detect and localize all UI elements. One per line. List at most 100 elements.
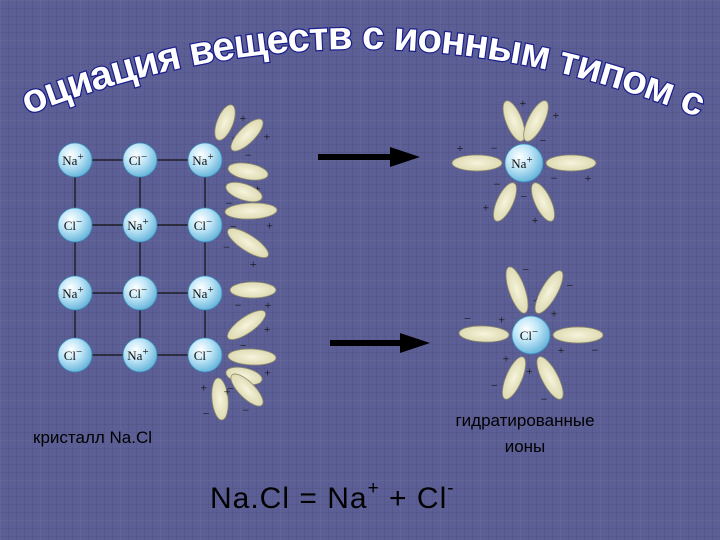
ion-element: Cl <box>129 153 142 168</box>
ion-circle <box>187 275 223 311</box>
water-charge-sign: − <box>242 403 249 417</box>
water-body <box>451 154 503 172</box>
water-charge-sign: + <box>526 364 533 378</box>
ion-element: Na <box>192 286 207 301</box>
ion-element: Cl <box>520 328 533 343</box>
ion-sphere-icon: Na+ <box>122 337 158 373</box>
water-body <box>211 377 229 421</box>
ion-element: Cl <box>64 348 77 363</box>
water-charge-sign: − <box>230 220 237 234</box>
water-body <box>536 356 564 400</box>
hydrated-caption-line2: ионы <box>504 437 546 456</box>
ion-element: Na <box>192 153 207 168</box>
ion-element: Na <box>511 156 526 171</box>
water-dipole-icon: +− <box>491 351 527 400</box>
water-charge-sign: + <box>520 96 527 110</box>
ion-label: Na+ <box>62 151 83 168</box>
water-charge-sign: − <box>491 141 498 155</box>
water-body <box>227 310 266 340</box>
water-dipole-icon: −+ <box>227 310 271 353</box>
water-dipole-icon: −+ <box>223 227 269 271</box>
water-dipole-icon: −+ <box>224 202 278 234</box>
water-dipole-icon: −+ <box>229 281 277 312</box>
equation-equals: = <box>299 482 318 515</box>
water-charge-sign: + <box>503 351 510 365</box>
ion-sphere-icon: Cl− <box>57 207 93 243</box>
water-charge-sign: − <box>240 339 247 353</box>
ion-element: Cl <box>194 218 207 233</box>
ion-label: Na+ <box>62 284 83 301</box>
water-charge-sign: + <box>264 129 271 143</box>
ion-label: Cl− <box>64 216 83 233</box>
water-charge-sign: + <box>552 108 559 122</box>
ion-circle <box>122 142 158 178</box>
water-charge-sign: − <box>567 278 574 292</box>
water-charge-sign: − <box>541 392 548 406</box>
water-body <box>230 373 264 407</box>
water-body <box>523 100 549 142</box>
ion-circle <box>57 275 93 311</box>
ion-circle <box>187 142 223 178</box>
ion-charge: − <box>76 216 82 228</box>
ion-charge: + <box>142 216 148 228</box>
ion-charge: − <box>206 346 212 358</box>
ion-circle <box>57 142 93 178</box>
ion-charge: − <box>141 151 147 163</box>
ion-label: Cl− <box>194 216 213 233</box>
ion-element: Na <box>62 153 77 168</box>
water-dipole-icon: −+ <box>520 182 555 227</box>
ion-label: Na+ <box>192 284 213 301</box>
ion-label: Cl− <box>129 151 148 168</box>
water-charge-sign: − <box>203 406 210 420</box>
water-charge-sign: − <box>522 263 529 277</box>
hydrated-caption-line1: гидратированные <box>455 411 595 430</box>
ion-sphere-icon: Na+ <box>504 143 544 183</box>
water-charge-sign: + <box>265 298 272 312</box>
water-body <box>545 154 597 172</box>
water-charge-sign: − <box>225 196 232 210</box>
dissociation-equation: Na.Cl = Na+ + Cl- <box>210 478 455 516</box>
water-charge-sign: + <box>482 200 489 214</box>
water-charge-sign: − <box>464 311 471 325</box>
water-charge-sign: − <box>540 134 547 148</box>
water-dipole-icon: +− <box>200 377 229 421</box>
water-dipole-icon: −+ <box>451 141 503 172</box>
water-body <box>534 270 564 314</box>
water-charge-sign: − <box>223 240 230 254</box>
water-charge-sign: + <box>264 366 271 380</box>
ion-element: Na <box>62 286 77 301</box>
ion-sphere-icon: Na+ <box>187 142 223 178</box>
water-dipole-icon: +− <box>458 311 510 343</box>
ion-element: Cl <box>64 218 77 233</box>
ion-label: Cl− <box>194 346 213 363</box>
water-charge-sign: − <box>235 298 242 312</box>
ion-label: Na+ <box>127 346 148 363</box>
water-charge-sign: + <box>551 306 558 320</box>
page-title: Диссоциация веществ с ионным типом связи <box>0 0 711 126</box>
ion-label: Na+ <box>127 216 148 233</box>
ion-charge: + <box>207 151 213 163</box>
equation-ion1: Na <box>327 482 368 515</box>
ion-circle <box>122 207 158 243</box>
water-body <box>501 356 527 400</box>
ion-label: Na+ <box>192 151 213 168</box>
water-body <box>227 348 277 366</box>
water-charge-sign: + <box>240 111 247 125</box>
water-body <box>493 182 517 222</box>
ion-charge: + <box>142 346 148 358</box>
water-charge-sign: + <box>224 384 231 398</box>
ion-circle <box>187 337 223 373</box>
ion-element: Na <box>127 348 142 363</box>
water-body <box>227 227 269 259</box>
water-body <box>458 325 510 343</box>
ion-element: Na <box>127 218 142 233</box>
water-charge-sign: − <box>551 171 558 185</box>
water-dipole-icon: −+ <box>523 100 559 148</box>
water-body <box>214 104 236 141</box>
ion-label: Cl− <box>64 346 83 363</box>
water-dipole-icon: +− <box>534 270 574 320</box>
hydrated-na-ion: −+−+−+−+−+−+Na+ <box>451 96 597 227</box>
water-body <box>552 326 604 344</box>
ion-sphere-icon: Na+ <box>122 207 158 243</box>
